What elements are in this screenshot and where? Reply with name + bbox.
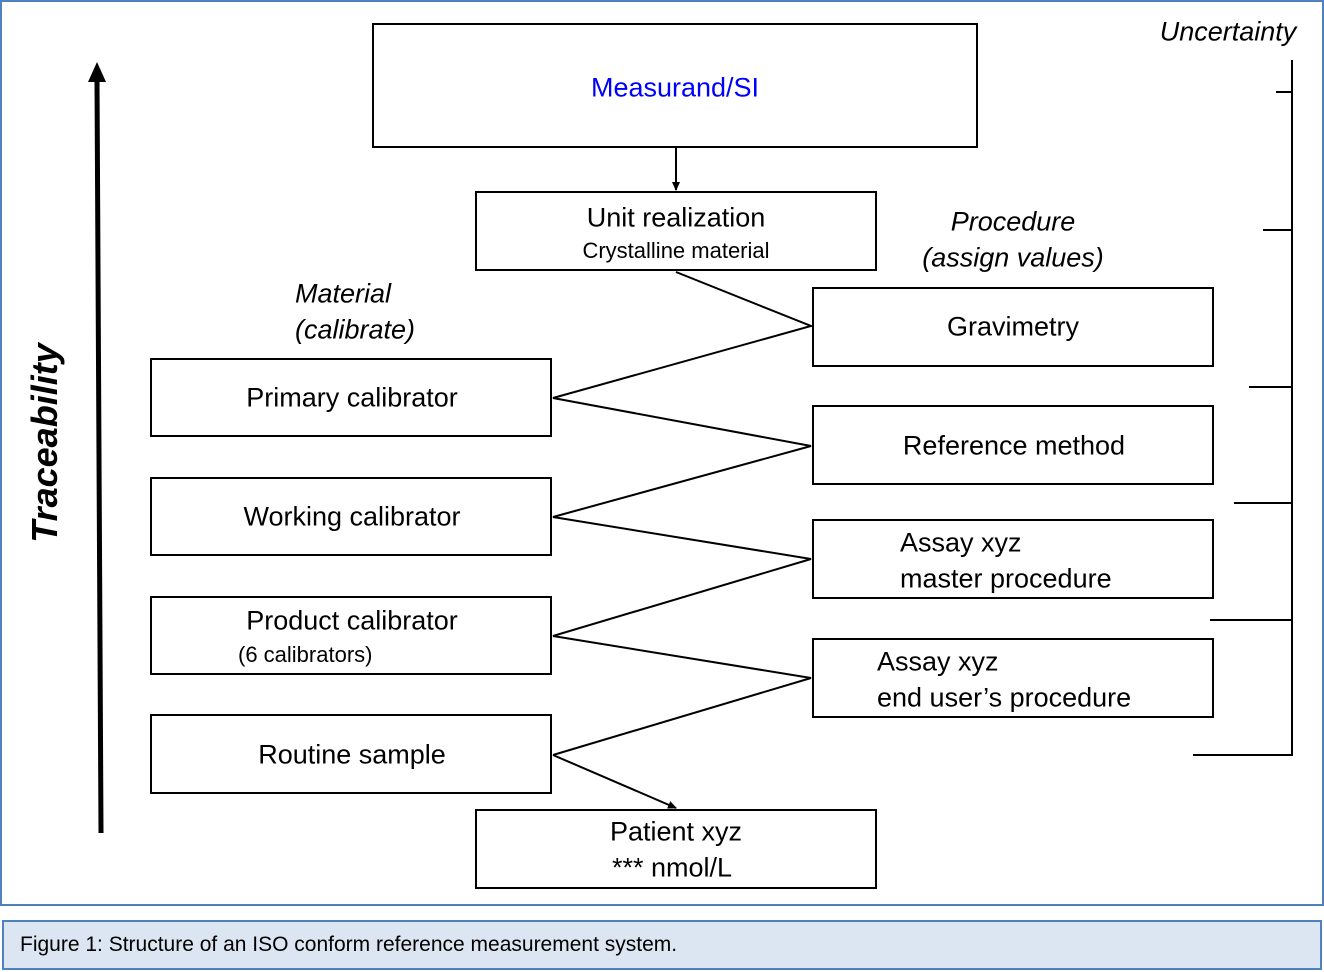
traceability-label: Traceability — [24, 343, 65, 543]
material-header-sub: (calibrate) — [294, 314, 416, 345]
uncertainty-label: Uncertainty — [1159, 16, 1297, 47]
assay-master-box — [812, 519, 1214, 599]
primary-calibrator-label: Primary calibrator — [246, 382, 458, 413]
unit-realization-subtitle: Crystalline material — [582, 238, 770, 263]
assay-end-user-box — [812, 638, 1214, 718]
figure-frame — [0, 0, 1324, 906]
connector-lines — [88, 60, 1293, 834]
procedure-header-sub: (assign values) — [922, 242, 1104, 273]
assay-master-label: Assay xyz — [900, 527, 1022, 558]
product-calibrator-label: Product calibrator — [246, 605, 458, 636]
material-header: Material — [294, 278, 392, 309]
patient-label: Patient xyz — [609, 816, 743, 847]
working-calibrator-box — [150, 477, 552, 556]
procedure-header: Procedure — [950, 206, 1076, 237]
traceability-arrow — [94, 79, 104, 834]
gravimetry-label: Gravimetry — [946, 311, 1080, 342]
routine-sample-label: Routine sample — [258, 739, 446, 770]
patient-value: *** nmol/L — [611, 852, 733, 883]
primary-calibrator-box — [150, 358, 552, 437]
assay-end-user-label: Assay xyz — [877, 646, 999, 677]
patient-box — [475, 809, 877, 889]
product-calibrator-box — [150, 596, 552, 675]
uncertainty-bracket — [1193, 60, 1293, 756]
gravimetry-box — [812, 287, 1214, 367]
unit-realization-title: Unit realization — [586, 202, 766, 233]
assay-master-sub: master procedure — [900, 563, 1112, 594]
traceability-zigzag — [552, 271, 815, 756]
routine-sample-box — [150, 714, 552, 794]
measurand-label: Measurand/SI — [590, 72, 760, 103]
figure-caption: Figure 1: Structure of an ISO conform re… — [20, 933, 678, 956]
assay-end-user-sub: end user’s procedure — [877, 682, 1132, 713]
reference-method-box — [812, 405, 1214, 485]
traceability-arrow-head — [88, 62, 106, 82]
figure-caption-box: Figure 1: Structure of an ISO conform re… — [2, 920, 1322, 970]
working-calibrator-label: Working calibrator — [243, 501, 461, 532]
measurand-box — [372, 23, 978, 148]
arrow-to-patient — [552, 754, 677, 809]
product-calibrator-sub: (6 calibrators) — [238, 642, 373, 667]
reference-method-label: Reference method — [902, 430, 1126, 461]
unit-realization-box — [475, 191, 877, 271]
